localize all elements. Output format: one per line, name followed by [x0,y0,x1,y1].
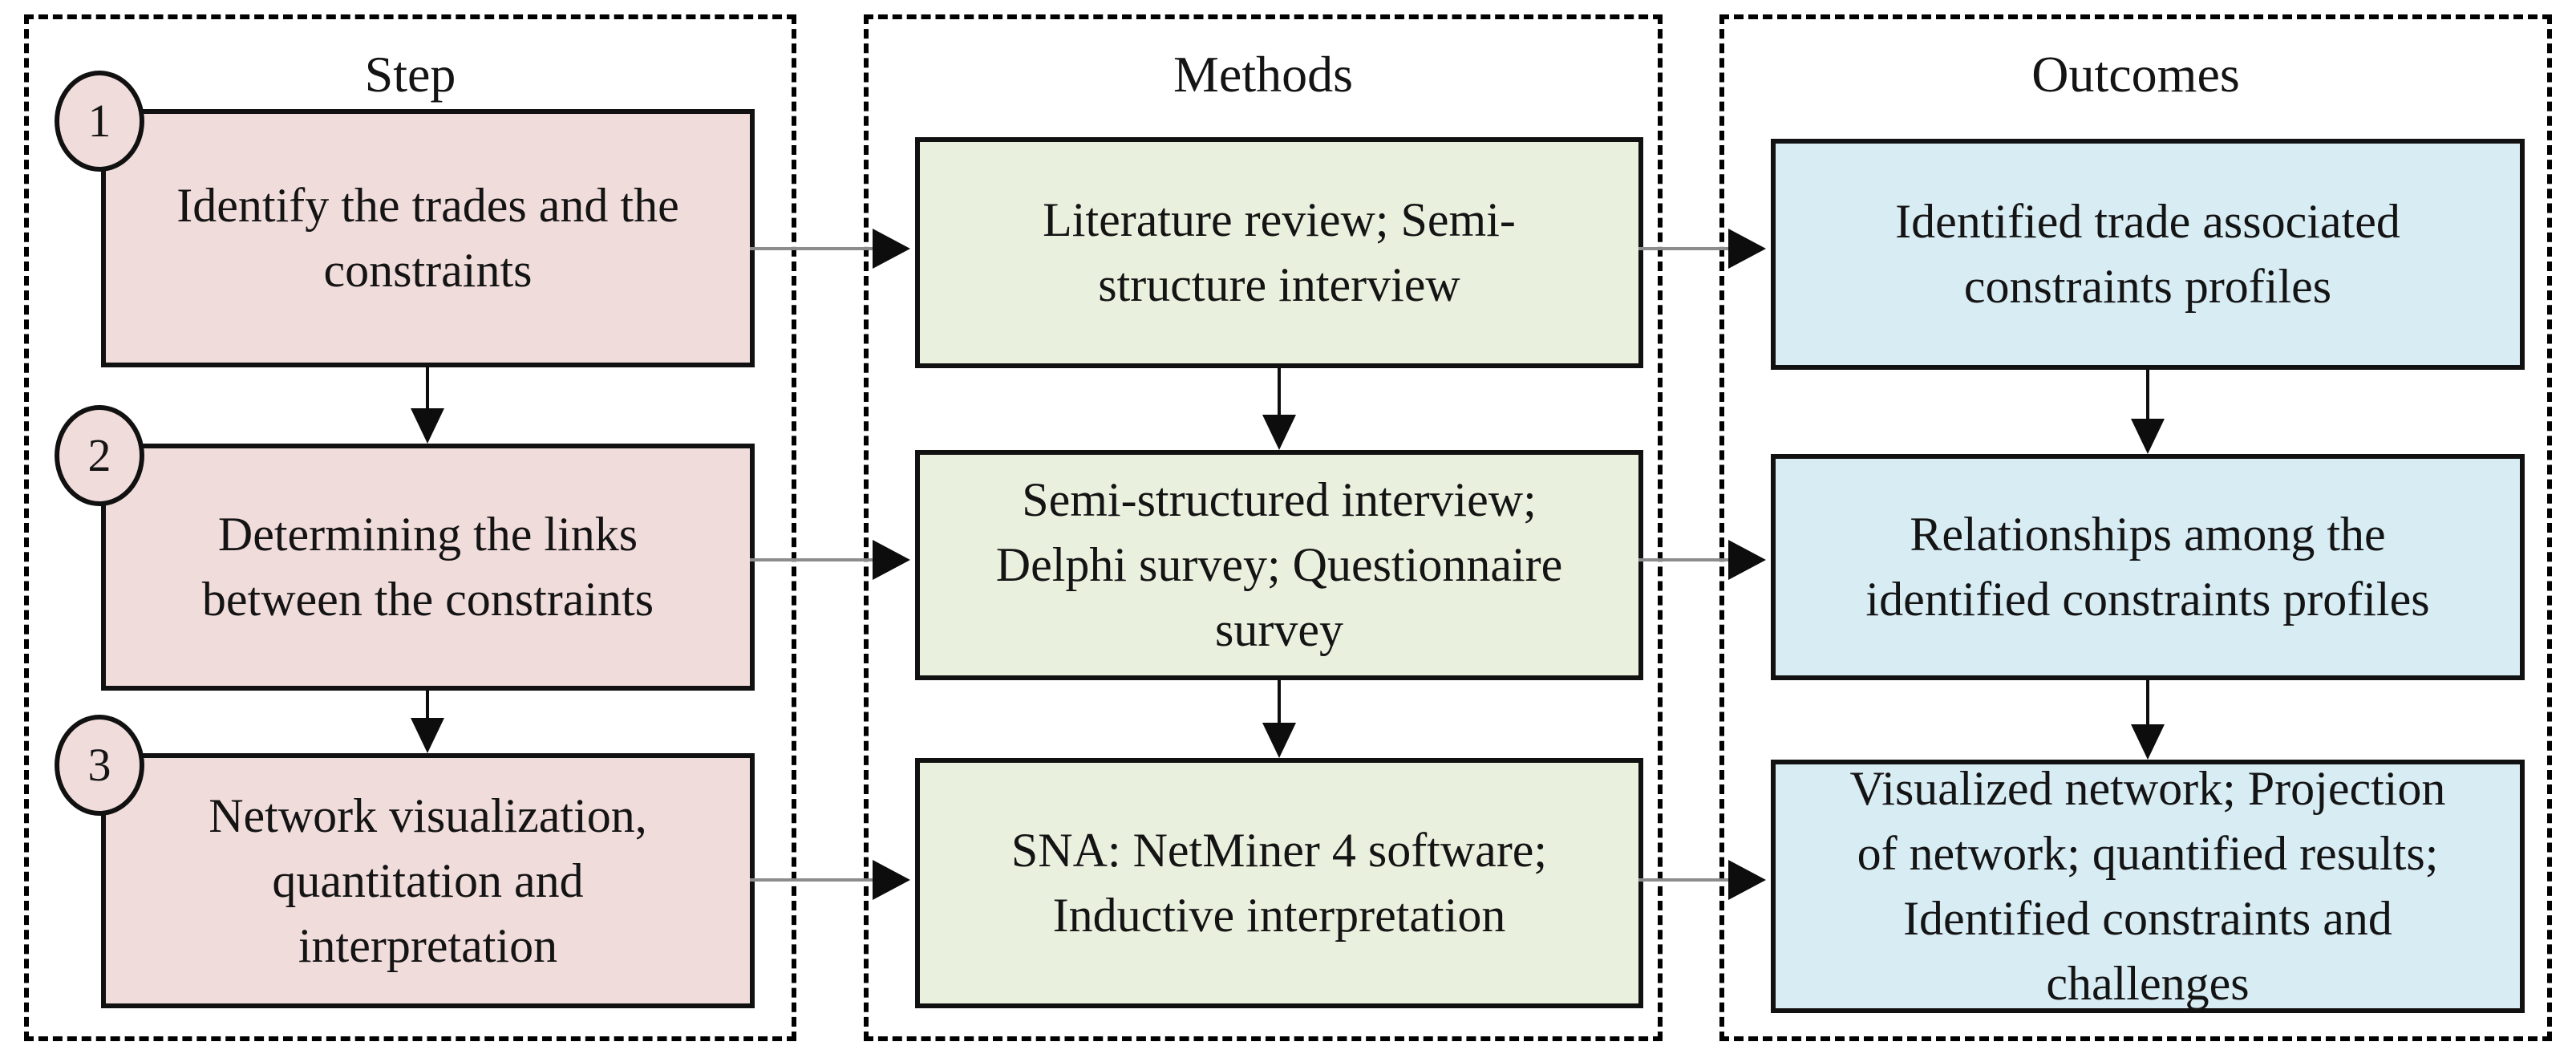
step-badge-1-label: 1 [87,95,111,147]
outcomes-box-3-text: Visualized network; Projection of networ… [1849,762,2446,1010]
arrow-methods3-to-outcomes3 [1638,860,1766,900]
down-arrow-step-2-3 [410,691,445,753]
step-badge-1: 1 [55,71,144,172]
step-badge-3-label: 3 [87,739,111,791]
methods-box-1: Literature review; Semi- structure inter… [915,137,1643,368]
arrowhead-right-icon [873,860,910,900]
arrow-line [2146,370,2149,419]
arrow-step1-to-methods1 [750,229,910,269]
arrow-step3-to-methods3 [750,860,910,900]
column-methods: Methods Literature review; Semi- structu… [864,14,1663,1041]
arrow-step2-to-methods2 [750,540,910,580]
outcomes-box-2-text: Relationships among the identified const… [1865,508,2430,626]
arrow-line [2146,680,2149,724]
column-outcomes: Outcomes Identified trade associated con… [1719,14,2552,1041]
step-box-2: Determining the links between the constr… [101,444,755,691]
step-badge-2-label: 2 [87,429,111,481]
arrowhead-down-icon [411,408,444,444]
arrow-line [1278,680,1281,723]
column-step-header: Step [364,46,456,103]
methods-box-1-text: Literature review; Semi- structure inter… [1043,193,1516,311]
arrow-methods1-to-outcomes1 [1638,229,1766,269]
step-box-3: Network visualization, quantitation and … [101,753,755,1008]
column-outcomes-header: Outcomes [2031,46,2240,103]
column-methods-header: Methods [1173,46,1353,103]
connector-line [750,247,873,250]
connector-line [750,558,873,561]
step-box-1-text: Identify the trades and the constraints [176,179,679,297]
connector-line [1638,558,1728,561]
connector-line [1638,878,1728,882]
methods-box-3: SNA: NetMiner 4 software; Inductive inte… [915,758,1643,1008]
outcomes-box-2: Relationships among the identified const… [1771,454,2525,680]
arrowhead-down-icon [1262,723,1296,758]
methods-box-3-text: SNA: NetMiner 4 software; Inductive inte… [1011,824,1548,942]
arrowhead-right-icon [1728,229,1766,269]
step-box-2-text: Determining the links between the constr… [201,508,654,626]
arrow-line [426,691,429,718]
methods-box-2-text: Semi-structured interview; Delphi survey… [995,473,1563,656]
down-arrow-methods-2-3 [1262,680,1297,758]
arrowhead-right-icon [1728,860,1766,900]
arrowhead-down-icon [2131,419,2165,454]
arrow-line [1278,368,1281,415]
arrowhead-down-icon [1262,415,1296,450]
down-arrow-outcomes-1-2 [2130,370,2165,454]
arrowhead-down-icon [411,718,444,753]
column-step: Step Identify the trades and the constra… [24,14,796,1041]
arrowhead-right-icon [1728,540,1766,580]
step-badge-2: 2 [55,405,144,506]
outcomes-box-1: Identified trade associated constraints … [1771,139,2525,370]
arrowhead-right-icon [873,229,910,269]
arrowhead-right-icon [873,540,910,580]
arrowhead-down-icon [2131,724,2165,760]
outcomes-box-1-text: Identified trade associated constraints … [1895,195,2400,313]
down-arrow-step-1-2 [410,367,445,444]
step-box-1: Identify the trades and the constraints [101,109,755,367]
arrow-line [426,367,429,408]
arrow-methods2-to-outcomes2 [1638,540,1766,580]
connector-line [750,878,873,882]
connector-line [1638,247,1728,250]
down-arrow-methods-1-2 [1262,368,1297,450]
down-arrow-outcomes-2-3 [2130,680,2165,760]
step-badge-3: 3 [55,715,144,816]
step-box-3-text: Network visualization, quantitation and … [209,788,647,972]
outcomes-box-3: Visualized network; Projection of networ… [1771,760,2525,1013]
methods-box-2: Semi-structured interview; Delphi survey… [915,450,1643,680]
